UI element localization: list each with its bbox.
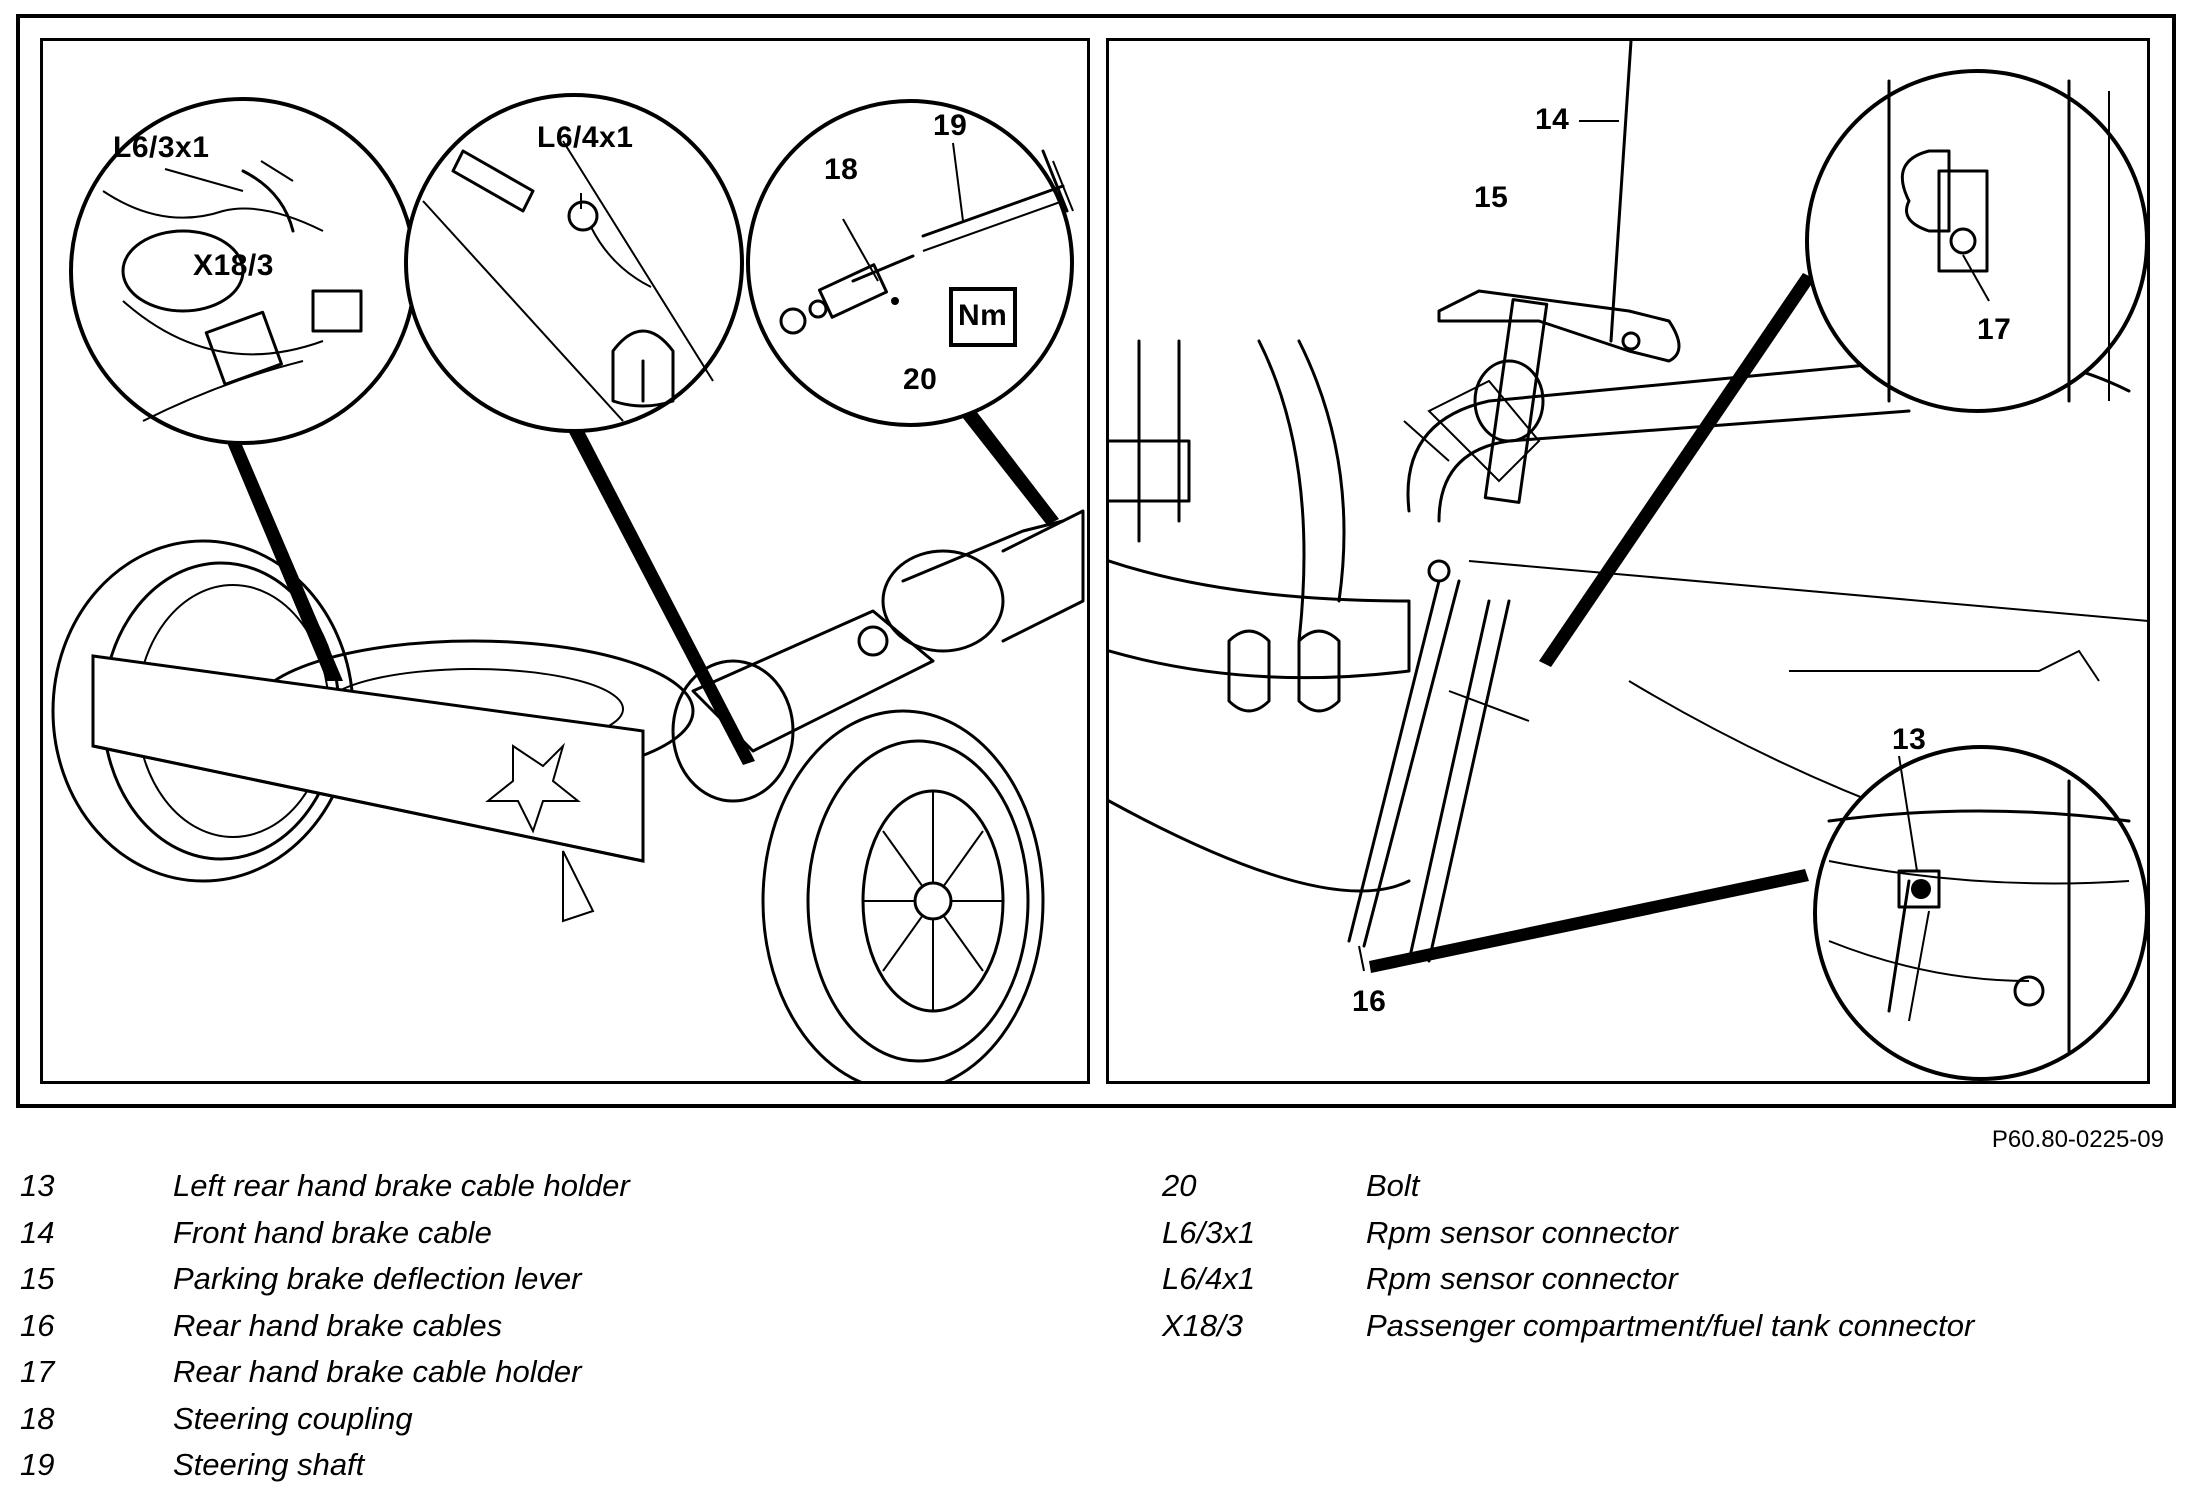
legend-row: 16 Rear hand brake cables xyxy=(20,1308,1120,1355)
legend-desc: Bolt xyxy=(1366,1168,1420,1203)
legend-desc: Steering shaft xyxy=(173,1447,365,1482)
legend-key: L6/4x1 xyxy=(1162,1261,1256,1296)
leader-line-13 xyxy=(1369,869,1809,973)
callout-16: 16 xyxy=(1352,985,1387,1018)
legend-row: L6/3x1 Rpm sensor connector xyxy=(1162,1215,2162,1262)
legend-left: 13 Left rear hand brake cable holder 14 … xyxy=(20,1168,1120,1494)
legend-desc: Rear hand brake cable holder xyxy=(173,1354,582,1389)
legend-key: 19 xyxy=(20,1447,55,1482)
rear-axle-panel: L6/3x1 X18/3 L6/4x1 18 19 20 Nm xyxy=(40,38,1090,1084)
leader-line-17 xyxy=(1539,273,1815,667)
legend-key: L6/3x1 xyxy=(1162,1214,1256,1250)
diagram-figure: L6/3x1 X18/3 L6/4x1 18 19 20 Nm xyxy=(16,14,2176,1108)
legend-row: 17 Rear hand brake cable holder xyxy=(20,1354,1120,1401)
front-cable xyxy=(1609,41,1633,343)
legend-row: 13 Left rear hand brake cable holder xyxy=(20,1168,1120,1215)
detail-circle-steering xyxy=(746,99,1074,427)
legend-desc: Parking brake deflection lever xyxy=(173,1261,582,1296)
detail-circle-holder-13 xyxy=(1813,745,2147,1081)
callout-l6-3x1: L6/3x1 xyxy=(113,131,210,164)
legend-key: 18 xyxy=(20,1400,55,1436)
legend-desc: Front hand brake cable xyxy=(173,1214,492,1250)
callout-x18-3: X18/3 xyxy=(193,249,274,282)
legend-key: 14 xyxy=(20,1214,55,1250)
rear-cables xyxy=(1347,579,1530,963)
legend-row: 20 Bolt xyxy=(1162,1168,2162,1215)
callout-20: 20 xyxy=(903,363,938,396)
callout-15: 15 xyxy=(1474,181,1509,214)
legend-key: 13 xyxy=(20,1168,55,1203)
legend-right: 20 Bolt L6/3x1 Rpm sensor connector L6/4… xyxy=(1162,1168,2162,1354)
right-wheel xyxy=(761,709,1045,1081)
legend-desc: Left rear hand brake cable holder xyxy=(173,1168,630,1203)
legend-desc: Rear hand brake cables xyxy=(173,1307,503,1343)
legend-row: 18 Steering coupling xyxy=(20,1401,1120,1448)
legend-key: 17 xyxy=(20,1354,55,1389)
legend-desc: Steering coupling xyxy=(173,1400,413,1436)
legend-row: 14 Front hand brake cable xyxy=(20,1215,1120,1262)
deflection-lever-panel: 14 15 16 17 13 xyxy=(1106,38,2150,1084)
legend-row: 15 Parking brake deflection lever xyxy=(20,1261,1120,1308)
legend-row: L6/4x1 Rpm sensor connector xyxy=(1162,1261,2162,1308)
legend-key: 15 xyxy=(20,1261,55,1296)
callout-18: 18 xyxy=(824,153,859,186)
figure-id: P60.80-0225-09 xyxy=(1991,1126,2164,1153)
callout-nm: Nm xyxy=(958,299,1008,332)
rear-axle-drawing xyxy=(51,93,1085,1081)
legend-row: 19 Steering shaft xyxy=(20,1447,1120,1494)
callout-13: 13 xyxy=(1892,723,1927,756)
legend-desc: Rpm sensor connector xyxy=(1366,1261,1678,1296)
detail-circle-holder-17 xyxy=(1805,69,2147,413)
legend-key: 20 xyxy=(1162,1168,1197,1203)
legend-key: 16 xyxy=(20,1307,55,1343)
differential xyxy=(671,509,1085,803)
legend-row: X18/3 Passenger compartment/fuel tank co… xyxy=(1162,1308,2162,1355)
torque-box xyxy=(949,287,1017,347)
deflection-lever xyxy=(1427,289,1681,504)
callout-l6-4x1: L6/4x1 xyxy=(537,121,634,154)
leader-line-l6-4x1 xyxy=(563,421,755,765)
legend-desc: Passenger compartment/fuel tank connecto… xyxy=(1366,1307,1975,1343)
detail-circle-connectors xyxy=(69,97,417,445)
callout-14: 14 xyxy=(1535,103,1570,136)
callout-19: 19 xyxy=(933,109,968,142)
leader-line-steering xyxy=(959,407,1059,525)
axle-beam xyxy=(91,654,645,923)
deflection-lever-drawing xyxy=(1109,41,2147,1081)
callout-17: 17 xyxy=(1977,313,2012,346)
detail-circle-rpm-sensor xyxy=(404,93,744,433)
legend-desc: Rpm sensor connector xyxy=(1366,1214,1678,1250)
legend-key: X18/3 xyxy=(1162,1307,1244,1343)
